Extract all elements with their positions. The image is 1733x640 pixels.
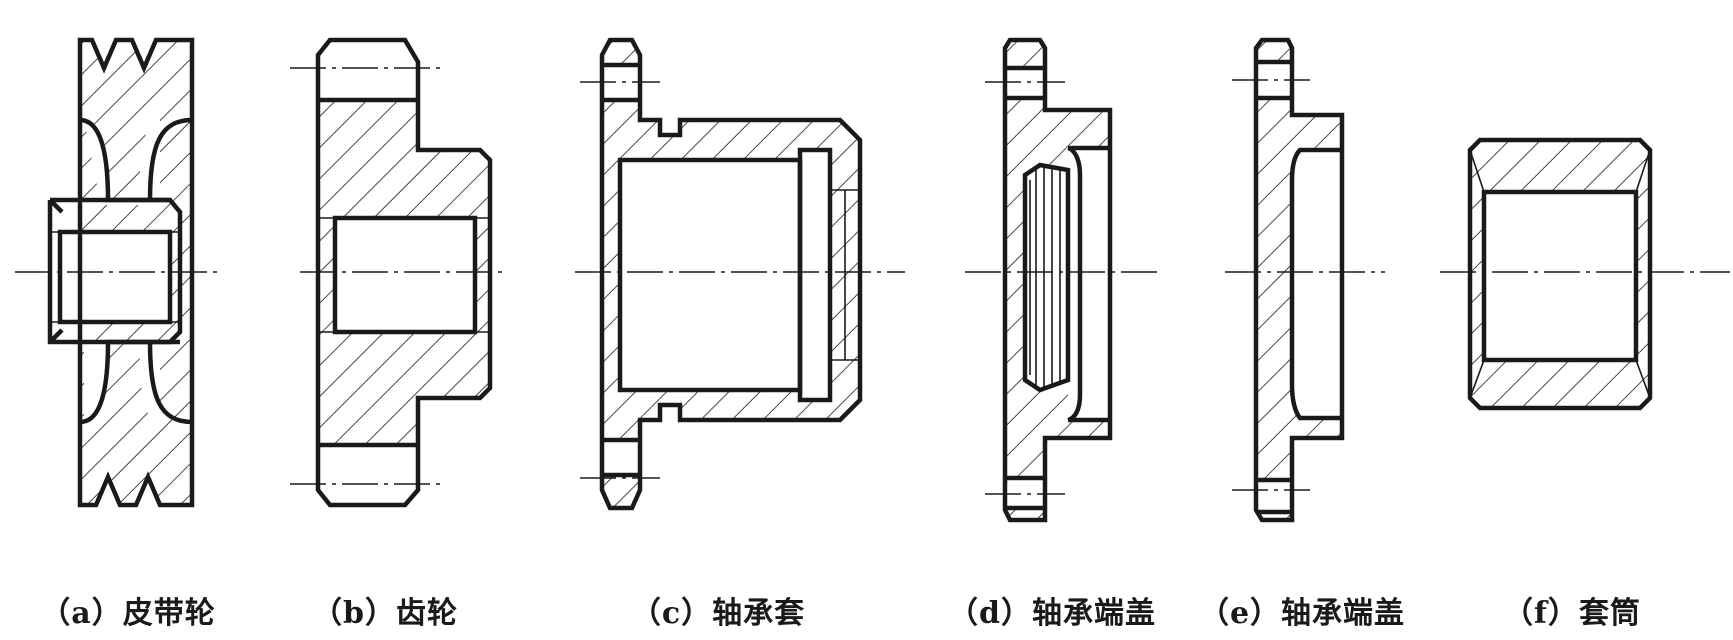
part-bearing-sleeve xyxy=(599,37,863,511)
caption-b: （b）齿轮 xyxy=(312,596,458,631)
caption-c: （c）轴承套 xyxy=(630,596,806,631)
caption-e: （e）轴承端盖 xyxy=(1198,596,1406,631)
caption-d: （d）轴承端盖 xyxy=(948,596,1156,631)
part-sleeve xyxy=(1467,137,1653,411)
caption-f: （f）套筒 xyxy=(1503,596,1641,631)
part-bearing-end-cap-2 xyxy=(1253,37,1345,523)
caption-a: （a）皮带轮 xyxy=(40,596,216,631)
part-bearing-end-cap-1 xyxy=(1002,37,1113,523)
center-lines xyxy=(15,67,1730,495)
